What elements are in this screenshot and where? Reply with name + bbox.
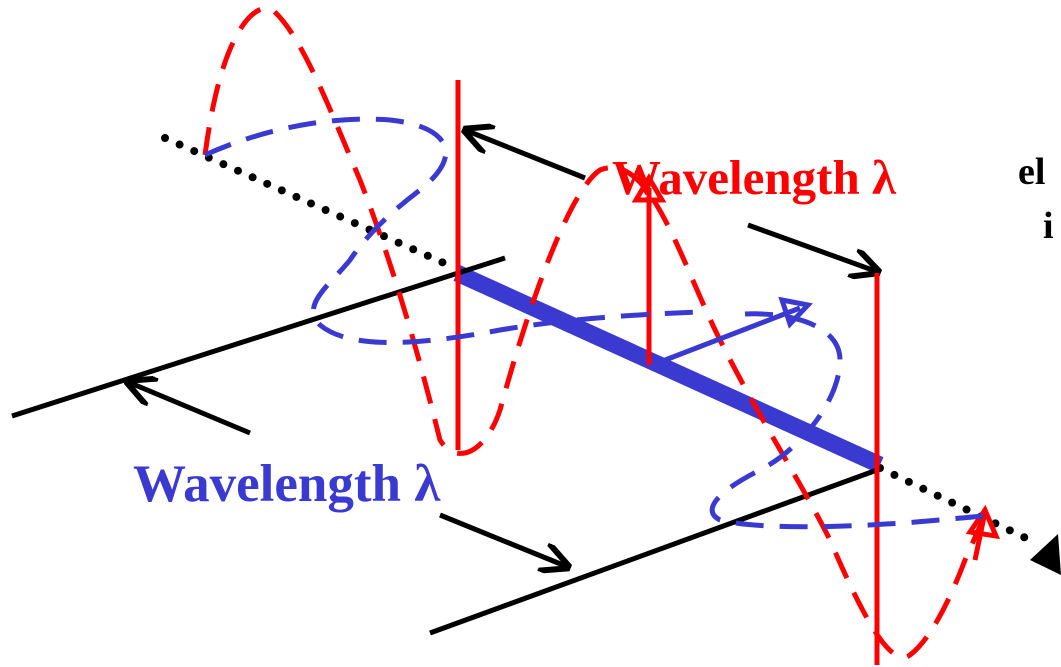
red-field-arrowhead-right-icon — [965, 504, 1001, 540]
arrow-blue-label-right — [439, 512, 568, 567]
red-wavelength-label: Wavelength λ — [612, 150, 897, 205]
arrow-red-top-right — [747, 222, 878, 272]
blue-wavelength-bar — [453, 265, 884, 473]
arrow-left-plane — [128, 382, 251, 436]
propagation-axis-dotted-right — [876, 464, 1034, 544]
blue-wavelength-label: Wavelength λ — [133, 455, 441, 513]
blue-magnetic-wave-lower — [709, 311, 991, 530]
blue-field-arrowhead-icon — [778, 296, 813, 329]
red-electric-wave — [202, 5, 988, 660]
plane-line-right — [429, 467, 878, 636]
clipped-label-line-2: i — [1043, 205, 1054, 247]
plane-line-left — [11, 255, 506, 419]
clipped-label-line-1: el — [1018, 151, 1045, 193]
red-field-arrowhead-icon — [631, 173, 667, 203]
axis-arrowhead-icon — [1030, 534, 1061, 575]
blue-magnetic-wave-upper — [203, 116, 701, 345]
arrow-red-top-left — [465, 130, 586, 181]
propagation-axis-dotted-left — [161, 134, 459, 272]
blue-field-arrow — [659, 305, 801, 365]
